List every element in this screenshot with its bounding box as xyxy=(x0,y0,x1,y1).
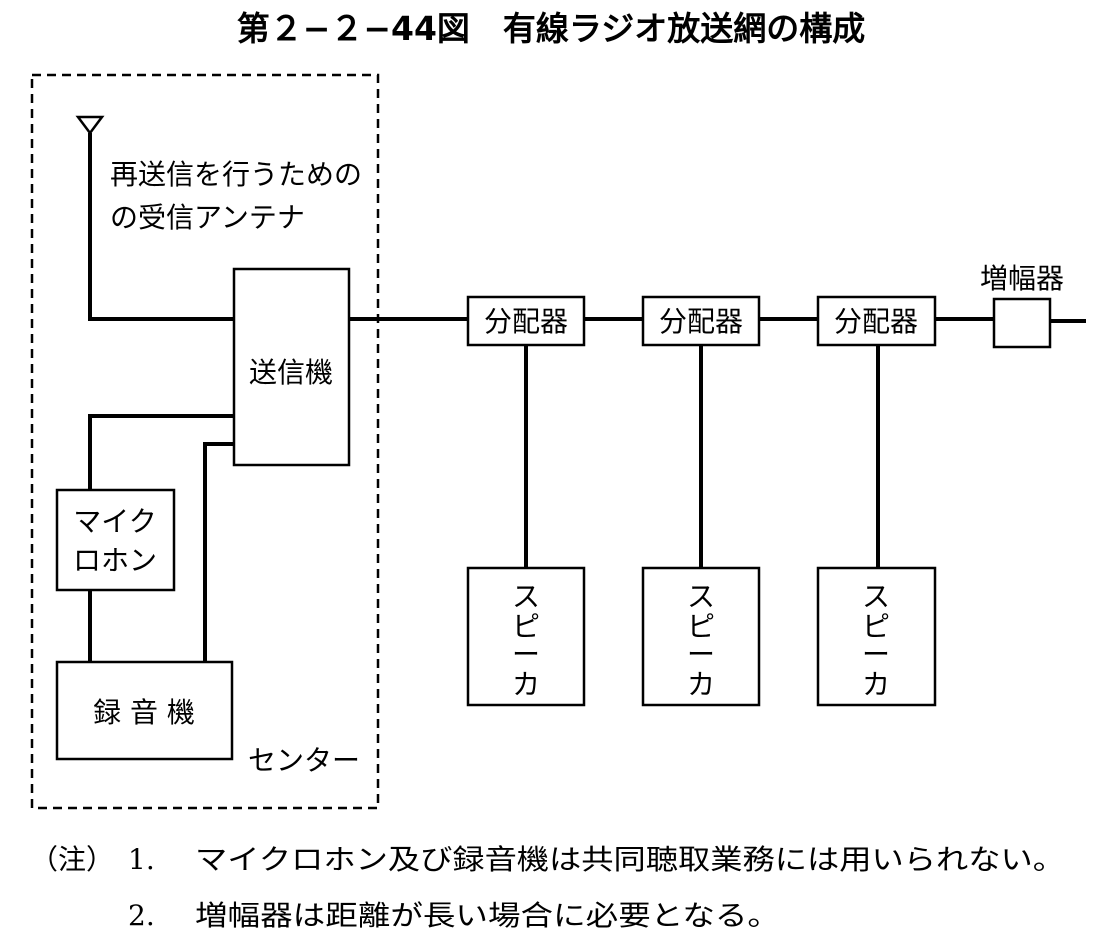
microphone-label-line1: マイク xyxy=(73,505,156,538)
trunk-line xyxy=(584,317,1086,323)
distributor-1-label: 分配器 xyxy=(484,305,568,338)
speaker-2-char-1: ス xyxy=(687,580,715,613)
microphone-block: マイク ロホン xyxy=(55,488,176,592)
distributor-3: 分配器 xyxy=(816,295,937,347)
amplifier-label: 増幅器 xyxy=(980,262,1064,295)
speaker-3-char-1: ス xyxy=(862,580,890,613)
distributor-2-label: 分配器 xyxy=(659,305,743,338)
speaker-1-char-3: ー xyxy=(512,638,540,671)
transmitter-label: 送信機 xyxy=(249,356,333,389)
speaker-1-char-4: カ xyxy=(512,668,540,701)
note-2-number: 2. xyxy=(128,899,155,932)
speaker-2-char-2: ピ xyxy=(687,610,715,643)
speaker-2: ス ピ ー カ xyxy=(641,566,761,707)
notes: （注） 1. マイクロホン及び録音機は共同聴取業務には用いられない。 2. 増幅… xyxy=(30,843,1065,932)
center-wiring xyxy=(88,317,468,662)
notes-prefix: （注） xyxy=(30,843,114,876)
antenna-icon xyxy=(75,115,105,319)
speaker-3-char-4: カ xyxy=(862,668,890,701)
transmitter-block: 送信機 xyxy=(232,267,351,467)
speaker-1: ス ピ ー カ xyxy=(466,566,586,707)
amplifier-block xyxy=(992,297,1052,349)
distributor-1: 分配器 xyxy=(466,295,586,347)
note-1-text: マイクロホン及び録音機は共同聴取業務には用いられない。 xyxy=(195,843,1065,876)
center-label: センター xyxy=(248,744,360,777)
figure-title: 第２−２−44図 有線ラジオ放送網の構成 xyxy=(237,9,866,48)
speaker-3: ス ピ ー カ xyxy=(816,566,937,707)
antenna-label-line1: 再送信を行うための xyxy=(110,158,362,191)
center-boundary xyxy=(30,73,380,810)
recorder-block: 録 音 機 xyxy=(55,660,234,761)
microphone-label-line2: ロホン xyxy=(73,544,157,577)
distributor-2: 分配器 xyxy=(641,295,761,347)
speaker-3-char-3: ー xyxy=(862,638,890,671)
speaker-2-char-3: ー xyxy=(687,638,715,671)
antenna-label-line2: の受信アンテナ xyxy=(110,201,305,234)
speaker-1-char-2: ピ xyxy=(512,610,540,643)
note-2-text: 増幅器は距離が長い場合に必要となる。 xyxy=(195,899,780,932)
distributor-3-label: 分配器 xyxy=(834,305,918,338)
speaker-3-char-2: ピ xyxy=(862,610,890,643)
note-1-number: 1. xyxy=(128,843,155,876)
recorder-label: 録 音 機 xyxy=(93,696,195,729)
speaker-2-char-4: カ xyxy=(687,668,715,701)
speaker-1-char-1: ス xyxy=(512,580,540,613)
